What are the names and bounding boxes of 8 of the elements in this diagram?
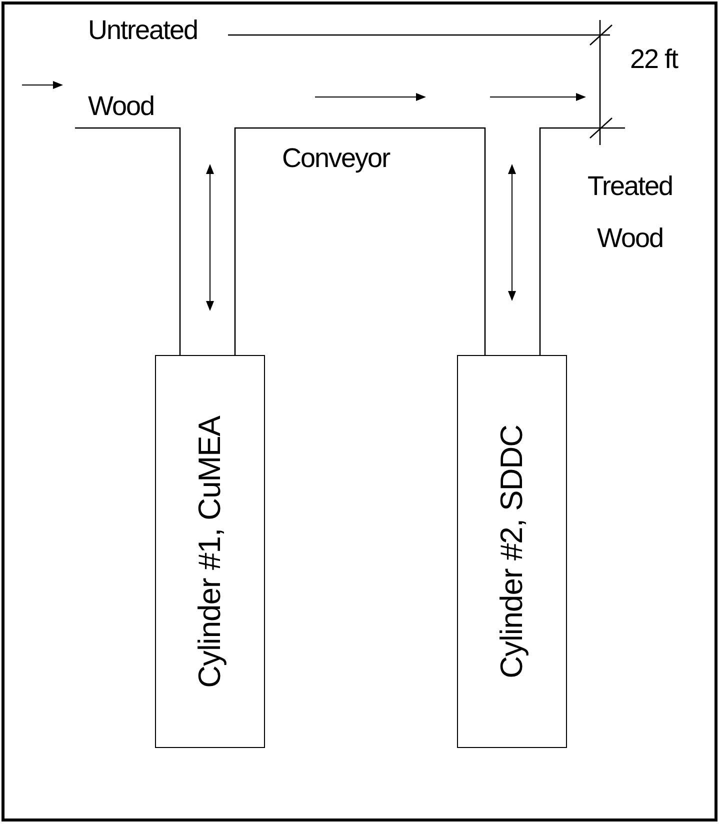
dimension-label: 22 ft (630, 44, 680, 74)
conveyor-label: Conveyor (282, 143, 392, 173)
cylinder-label: Cylinder #1, CuMEA (192, 416, 228, 688)
output-label: Treated Wood (586, 170, 674, 255)
input-label: Untreated Wood (88, 14, 199, 123)
cylinder-label: Cylinder #2, SDDC (494, 424, 530, 678)
cylinder-box (155, 355, 265, 748)
cylinder-box (457, 355, 567, 748)
